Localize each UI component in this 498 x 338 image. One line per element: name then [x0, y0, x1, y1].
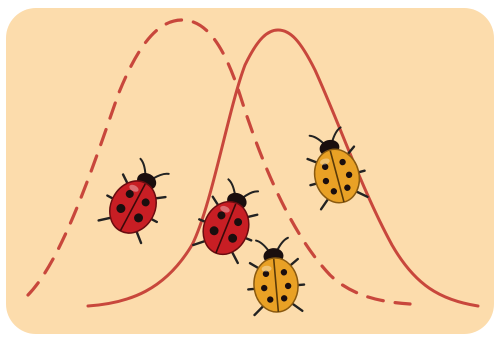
ladybug-highlight: [261, 265, 272, 272]
red-ladybug-center: [192, 178, 260, 265]
dashed-distribution-curve: [26, 18, 412, 306]
ladybug-spots: [116, 189, 150, 223]
diagram-background: [6, 8, 494, 334]
ladybug-wing-split: [329, 150, 345, 203]
ladybug-wing-split: [215, 203, 237, 254]
red-ladybug-left: [97, 157, 170, 245]
ladybug-wing-split: [272, 259, 280, 312]
ladybug-spots: [322, 158, 353, 195]
solid-distribution-curve: [86, 28, 480, 308]
ladybug-wing-split: [119, 183, 146, 232]
ladybug-highlight: [220, 205, 230, 213]
yellow-ladybug-right: [306, 126, 369, 211]
ladybug-highlight: [319, 158, 330, 165]
yellow-ladybug-bottom: [247, 236, 306, 317]
ladybug-spots: [209, 211, 243, 243]
ladybug-spots: [261, 269, 292, 303]
ladybug-highlight: [129, 184, 139, 192]
